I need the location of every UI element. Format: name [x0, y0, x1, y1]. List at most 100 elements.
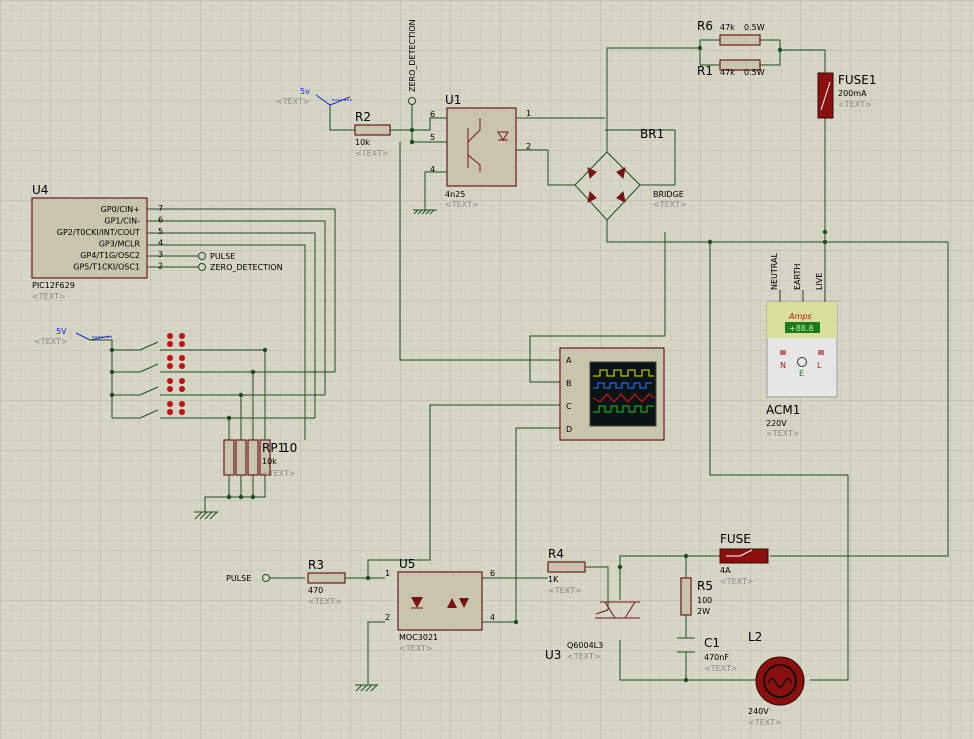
dip-switches[interactable] — [139, 333, 185, 419]
br1-value: BRIDGE — [653, 190, 684, 199]
br1-text: <TEXT> — [653, 200, 687, 209]
u4-pin-number: 7 — [158, 204, 163, 213]
r2-text: <TEXT> — [355, 149, 389, 158]
ground-symbol-u5 — [355, 684, 378, 692]
acm-n: N — [780, 361, 786, 370]
capacitor-c1[interactable]: C1 470nF <TEXT> — [677, 636, 738, 673]
u5-pin6: 6 — [490, 569, 495, 578]
fuse-ref: FUSE — [720, 532, 751, 546]
power-5v-left[interactable]: 5V <TEXT> — [34, 327, 112, 346]
u4-pin-name: GP5/T1CKI/OSC1 — [73, 263, 140, 272]
r1-ref: R1 — [697, 64, 713, 78]
zero-detection-net-label: ZERO_DETECTION — [210, 263, 283, 272]
u4-pin-number: 2 — [158, 262, 163, 271]
r3-ref: R3 — [308, 558, 324, 572]
u5-pin1: 1 — [385, 569, 390, 578]
ground-symbol-u1 — [413, 209, 437, 215]
ground-symbol-rp — [194, 511, 218, 520]
lamp-l2[interactable]: L2 240V <TEXT> — [748, 630, 805, 727]
acm-earth: EARTH — [793, 264, 802, 290]
power-5v-top[interactable]: 5v <TEXT> — [276, 87, 352, 106]
acm-ref: ACM1 — [766, 403, 800, 417]
optotriac-u5[interactable]: U5 MOC3021 <TEXT> 1 2 6 4 — [385, 557, 495, 653]
acm-value: 220V — [766, 419, 787, 428]
triac-u3[interactable]: Q6004L3 <TEXT> U3 — [545, 601, 640, 662]
rp1-value: 10k — [262, 457, 277, 466]
r6-value: 47k — [720, 23, 735, 32]
u4-value: PIC12F629 — [32, 281, 75, 290]
u1-ref: U1 — [445, 93, 461, 107]
optocoupler-u1[interactable]: U1 4n25 <TEXT> 6 5 4 1 2 — [430, 93, 531, 209]
bridge-br1[interactable]: BR1 BRIDGE <TEXT> — [574, 127, 687, 221]
v5-left-text: <TEXT> — [34, 337, 68, 346]
junction-dots — [109, 45, 828, 683]
resistor-r5[interactable]: R5 100 2W — [680, 577, 713, 616]
resistor-pack-rp1[interactable]: RP1 10 10k <TEXT> — [223, 439, 297, 478]
u3-value: Q6004L3 — [567, 641, 603, 650]
scope-a: A — [566, 356, 572, 365]
acm-display: +88.8 — [789, 324, 814, 333]
wires — [90, 39, 949, 685]
r1-power: 0.5W — [744, 68, 765, 77]
acm-l: L — [817, 361, 822, 370]
zero-detection-top-label: ZERO_DETECTION — [408, 19, 417, 92]
terminal-zero-detection-top[interactable]: ZERO_DETECTION — [408, 19, 417, 105]
u5-pin4: 4 — [490, 613, 495, 622]
r4-ref: R4 — [548, 547, 564, 561]
u4-text: <TEXT> — [32, 292, 66, 301]
v5-left-label: 5V — [56, 327, 67, 336]
fuse1-text: <TEXT> — [838, 100, 872, 109]
l2-ref: L2 — [748, 630, 762, 644]
r2-ref: R2 — [355, 110, 371, 124]
u5-ref: U5 — [399, 557, 415, 571]
pulse-input-label: PULSE — [226, 574, 251, 583]
u4-pin-name: GP3/MCLR — [99, 240, 141, 249]
scope-d: D — [566, 425, 572, 434]
l2-text: <TEXT> — [748, 718, 782, 727]
u5-text: <TEXT> — [399, 644, 433, 653]
r1-value: 47k — [720, 68, 735, 77]
r4-text: <TEXT> — [548, 586, 582, 595]
oscilloscope[interactable]: A B C D — [559, 347, 665, 441]
acm-title: Amps — [788, 312, 812, 321]
u1-pin2: 2 — [526, 142, 531, 151]
resistor-r4[interactable]: R4 1K <TEXT> — [547, 547, 586, 595]
fuse-main[interactable]: FUSE 4A <TEXT> — [719, 532, 769, 586]
scope-b: B — [566, 379, 572, 388]
r3-text: <TEXT> — [308, 597, 342, 606]
terminal-pulse-input[interactable]: PULSE — [226, 574, 270, 583]
rp1-text: <TEXT> — [262, 469, 296, 478]
v5-top-text: <TEXT> — [276, 97, 310, 106]
c1-ref: C1 — [704, 636, 720, 650]
scope-c: C — [566, 402, 572, 411]
acm-live: LIVE — [815, 273, 824, 290]
resistor-r6[interactable]: R6 47k 0.5W — [697, 19, 765, 46]
net-pulse-terminal[interactable]: PULSE — [198, 252, 236, 261]
r4-value: 1K — [548, 575, 559, 584]
pulse-net-label: PULSE — [210, 252, 235, 261]
acm-neutral: NEUTRAL — [770, 253, 779, 290]
ac-meter-acm1[interactable]: Amps +88.8 N E L ACM1 220V <TEXT> NEUTRA… — [766, 253, 838, 438]
u4-pin-name: GP1/CIN- — [104, 217, 140, 226]
r5-power: 2W — [697, 607, 710, 616]
u4-pin-name: GP0/CIN+ — [101, 205, 140, 214]
net-zero-detection-terminal[interactable]: ZERO_DETECTION — [198, 263, 283, 272]
fuse-fuse1[interactable]: FUSE1 200mA <TEXT> — [817, 72, 877, 119]
u4-ref: U4 — [32, 183, 48, 197]
u1-pin5: 5 — [430, 133, 435, 142]
resistor-r1[interactable]: R1 47k 0.5W — [697, 59, 765, 78]
u4-pin-number: 4 — [158, 239, 163, 248]
v5-top-label: 5v — [300, 87, 310, 96]
l2-value: 240V — [748, 707, 769, 716]
c1-value: 470nF — [704, 653, 729, 662]
u3-text: <TEXT> — [567, 652, 601, 661]
u1-text: <TEXT> — [445, 200, 479, 209]
resistor-r3[interactable]: R3 470 <TEXT> — [307, 558, 346, 606]
fuse1-value: 200mA — [838, 89, 867, 98]
u4-pin-name: GP4/T1G/OSC2 — [80, 251, 140, 260]
c1-text: <TEXT> — [704, 664, 738, 673]
resistor-r2[interactable]: R2 10k <TEXT> — [354, 110, 391, 158]
microcontroller-u4[interactable]: U4 PIC12F629 <TEXT> GP0/CIN+7GP1/CIN-6GP… — [31, 183, 163, 301]
